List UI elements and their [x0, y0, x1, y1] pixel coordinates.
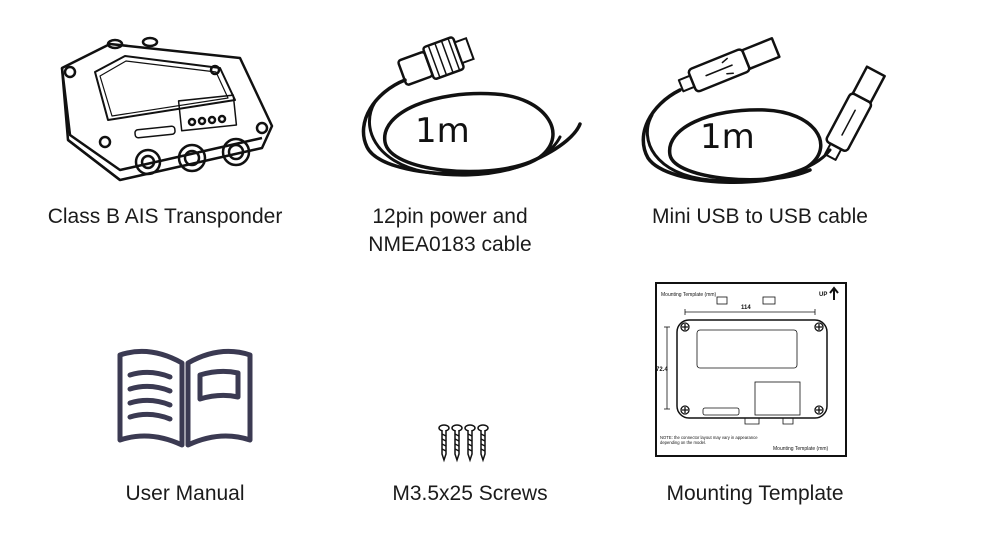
cable-length-label: 1m — [415, 111, 470, 151]
item-caption: Mini USB to USB cable — [652, 205, 868, 228]
usb-cable-icon: 1m — [641, 37, 886, 184]
template-up-label: UP — [819, 292, 827, 298]
item-caption: Class B AIS Transponder — [47, 205, 283, 228]
usb-length-label: 1m — [700, 117, 755, 157]
item-caption: M3.5x25 Screws — [392, 482, 548, 505]
item-caption: Mounting Template — [666, 482, 844, 505]
book-icon — [117, 348, 253, 448]
item-caption: 12pin power and NMEA0183 cable — [368, 205, 532, 256]
item-caption: User Manual — [125, 482, 245, 505]
template-width-dim: 114 — [741, 305, 751, 311]
screws-icon — [438, 424, 489, 463]
template-footer: Mounting Template (mm) — [773, 446, 829, 452]
mounting-template-icon: Mounting Template (mm) UP 114 72.4 — [655, 282, 847, 457]
transponder-icon — [60, 36, 274, 182]
up-arrow-icon — [829, 286, 839, 300]
template-header: Mounting Template (mm) — [661, 292, 717, 298]
template-height-dim: 72.4 — [656, 367, 668, 373]
power-cable-icon: 1m — [361, 36, 582, 177]
template-note: NOTE: the connector layout may vary in a… — [660, 435, 758, 445]
